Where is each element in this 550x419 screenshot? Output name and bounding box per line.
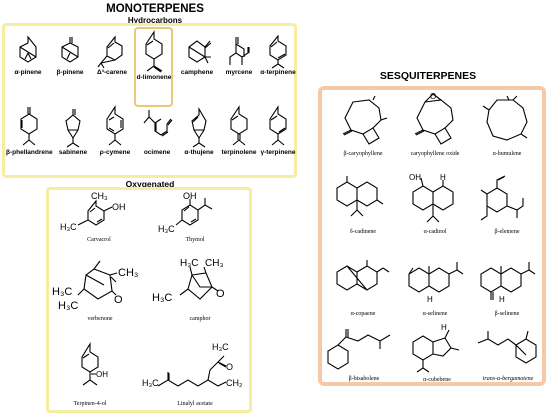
p-cymene-structure: ρ-cymene: [94, 105, 136, 157]
alpha-terpinene-structure: α-terpinene: [258, 35, 298, 77]
alpha-humulene-label: α-humulene: [492, 151, 522, 157]
linalyl-acetate-label: Linalyl acetate: [177, 401, 213, 407]
beta-pinene-structure: β-pinene: [49, 35, 91, 77]
camphor-o: O: [216, 288, 225, 300]
delta-cadinene-label: δ-cadinene: [349, 229, 377, 235]
alpha-cadinol-oh: OH: [409, 173, 421, 182]
thymol-structure: OH H₃C Thymol: [150, 192, 240, 244]
camphene-label: camphene: [180, 69, 214, 76]
camphor-h3c: H₃C: [180, 258, 199, 269]
d-limonene-highlight: [134, 27, 173, 107]
verbenone-h3c-2: H₃C: [58, 300, 78, 312]
verbenone-h3c-1: H₃C: [52, 286, 72, 298]
beta-selinene-structure: H β-selinene: [472, 254, 542, 318]
terpinen-4-ol-oh: OH: [96, 370, 108, 379]
alpha-pinene-label: α-pinene: [14, 69, 42, 76]
beta-bisabolene-structure: β-bisabolene: [322, 325, 406, 383]
ocimene-structure: ocimene: [136, 105, 178, 157]
carvacrol-oh: OH: [112, 202, 126, 212]
delta3-carene-label: Δ³-carene: [97, 69, 127, 76]
beta-phellandrene-structure: β-phellandrene: [6, 105, 53, 157]
verbenone-o: O: [114, 294, 123, 306]
carvacrol-ch3-top: CH₃: [91, 192, 108, 201]
monoterpenes-heading: MONOTERPENES: [106, 3, 204, 15]
alpha-selinene-structure: H α-selinene: [398, 254, 472, 318]
linalyl-acetate-o: O: [226, 362, 233, 372]
d-limonene-label: d-limonene: [136, 74, 172, 81]
alpha-thujene-structure: α-thujene: [178, 105, 220, 157]
terpinolene-label: terpinolene: [221, 149, 257, 156]
beta-elemene-structure: β-elemene: [472, 172, 542, 236]
alpha-thujene-label: α-thujene: [184, 149, 214, 156]
linalyl-acetate-h3c: H₃C: [212, 342, 229, 352]
alpha-selinene-h: H: [427, 295, 433, 304]
terpinen-4-ol-structure: OH Terpinen-4-ol: [50, 340, 130, 408]
alpha-selinene-label: α-selinene: [422, 311, 448, 317]
caryophyllene-oxide-structure: O caryophyllene oxide: [398, 90, 472, 158]
camphor-ch3-top: CH₃: [205, 258, 224, 269]
gamma-terpinene-structure: γ-terpinene: [258, 105, 298, 157]
delta-cadinene-structure: δ-cadinene: [328, 172, 398, 236]
thymol-label: Thymol: [185, 237, 205, 243]
beta-caryophyllene-structure: β-caryophyllene: [328, 94, 398, 158]
myrcene-structure: myrcene: [218, 35, 260, 77]
thymol-h3c: H₃C: [158, 224, 175, 234]
monoterpenes-panel: [2, 23, 297, 178]
alpha-pinene-structure: α-pinene: [7, 35, 49, 77]
beta-pinene-label: β-pinene: [56, 69, 84, 76]
beta-caryophyllene-label: β-caryophyllene: [343, 151, 383, 157]
linalyl-acetate-h3c-left: H₃C: [142, 378, 159, 388]
p-cymene-label: ρ-cymene: [99, 149, 131, 156]
alpha-cubebene-label: α-cubebene: [423, 377, 451, 383]
camphene-structure: camphene: [176, 35, 218, 77]
alpha-cadinol-h1: H: [440, 173, 446, 182]
beta-bisabolene-label: β-bisabolene: [348, 376, 380, 382]
d-limonene-structure: d-limonene: [133, 30, 175, 82]
oxygenated-heading: Oxygenated: [125, 179, 175, 189]
alpha-copaene-structure: α-copaene: [328, 254, 398, 318]
camphor-label: camphor: [189, 316, 211, 322]
alpha-cadinol-label: α-cadinol: [423, 229, 447, 235]
caryophyllene-oxide-o: O: [430, 92, 436, 101]
caryophyllene-oxide-label: caryophyllene oxide: [410, 151, 460, 157]
terpinen-4-ol-label: Terpinen-4-ol: [73, 401, 107, 407]
alpha-cadinol-structure: OH H α-cadinol: [398, 172, 472, 236]
terpinolene-structure: terpinolene: [218, 105, 260, 157]
camphor-ch3-side: H₃C: [152, 292, 172, 304]
beta-elemene-label: β-elemene: [494, 229, 520, 235]
carvacrol-label: Carvacrol: [87, 237, 111, 243]
alpha-copaene-label: α-copaene: [350, 311, 376, 317]
carvacrol-h3c: H₃C: [60, 222, 77, 232]
alpha-humulene-structure: α-humulene: [472, 94, 542, 158]
carvacrol-structure: CH₃ OH H₃C Carvacrol: [54, 192, 144, 244]
delta3-carene-structure: Δ³-carene: [91, 35, 133, 77]
trans-alpha-bergamotene-label: trans-α-bergamotene: [482, 376, 534, 382]
sabinene-label: sabinene: [58, 149, 88, 156]
myrcene-label: myrcene: [225, 69, 253, 76]
beta-phellandrene-label: β-phellandrene: [6, 149, 53, 156]
sabinene-structure: sabinene: [52, 105, 94, 157]
camphor-structure: H₃C CH₃ O H₃C camphor: [150, 255, 250, 323]
hydrocarbons-heading: Hydrocarbons: [127, 16, 183, 25]
alpha-cubebene-h: H: [441, 323, 447, 332]
alpha-terpinene-label: α-terpinene: [260, 69, 296, 76]
sesquiterpenes-panel: [318, 86, 546, 386]
verbenone-label: verbenone: [87, 316, 113, 322]
gamma-terpinene-label: γ-terpinene: [260, 149, 296, 156]
linalyl-acetate-structure: H₃C O H₃C CH₂ Linalyl acetate: [140, 340, 250, 408]
verbenone-ch3: CH₃: [118, 267, 138, 279]
beta-selinene-label: β-selinene: [494, 311, 520, 317]
alpha-cubebene-structure: H α-cubebene: [400, 322, 474, 384]
verbenone-structure: CH₃ O H₃C H₃C verbenone: [50, 255, 150, 323]
thymol-oh: OH: [183, 192, 197, 201]
beta-selinene-h: H: [499, 295, 505, 304]
ocimene-label: ocimene: [143, 149, 171, 156]
trans-alpha-bergamotene-structure: trans-α-bergamotene: [470, 325, 546, 383]
sesquiterpenes-heading: SESQUITERPENES: [379, 70, 477, 82]
linalyl-acetate-ch2: CH₂: [226, 378, 243, 388]
oxygenated-panel: [46, 187, 252, 413]
